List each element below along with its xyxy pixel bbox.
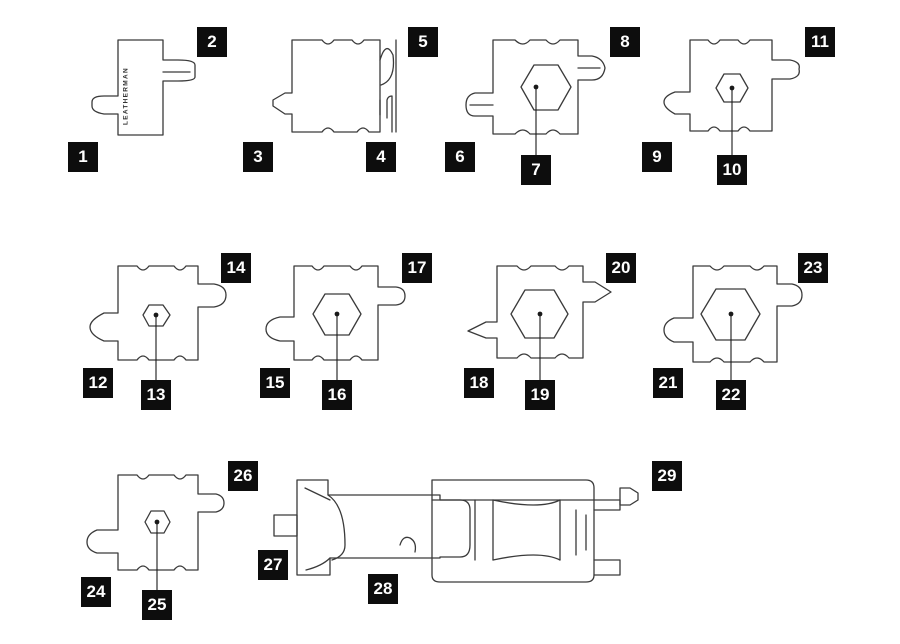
- callout-2: 2: [197, 27, 227, 57]
- callout-27: 27: [258, 550, 288, 580]
- callout-11: 11: [805, 27, 835, 57]
- callout-10: 10: [717, 155, 747, 185]
- callout-15: 15: [260, 368, 290, 398]
- hex-tool-8: [663, 265, 803, 363]
- callout-26: 26: [228, 461, 258, 491]
- long-driver-tool: [273, 479, 639, 583]
- callout-18: 18: [464, 368, 494, 398]
- key-tool-1: [91, 39, 196, 136]
- hex-tool-4: [663, 39, 800, 132]
- callout-24: 24: [81, 577, 111, 607]
- callout-22: 22: [716, 380, 746, 410]
- callout-16: 16: [322, 380, 352, 410]
- hex-tool-5: [89, 265, 227, 361]
- callout-4: 4: [366, 142, 396, 172]
- callout-25: 25: [142, 590, 172, 620]
- key-tool-2: [272, 39, 397, 133]
- callout-21: 21: [653, 368, 683, 398]
- hex-tool-3: [465, 39, 606, 135]
- callout-9: 9: [642, 142, 672, 172]
- callout-1: 1: [68, 142, 98, 172]
- callout-17: 17: [402, 253, 432, 283]
- callout-6: 6: [445, 142, 475, 172]
- callout-29: 29: [652, 461, 682, 491]
- callout-20: 20: [606, 253, 636, 283]
- callout-3: 3: [243, 142, 273, 172]
- callout-8: 8: [610, 27, 640, 57]
- hex-tool-9: [86, 474, 225, 571]
- callout-5: 5: [408, 27, 438, 57]
- hex-tool-7: [467, 265, 612, 359]
- callout-23: 23: [798, 253, 828, 283]
- callout-19: 19: [525, 380, 555, 410]
- hex-tool-6: [265, 265, 406, 361]
- callout-13: 13: [141, 380, 171, 410]
- callout-7: 7: [521, 155, 551, 185]
- callout-28: 28: [368, 574, 398, 604]
- callout-12: 12: [83, 368, 113, 398]
- callout-14: 14: [221, 253, 251, 283]
